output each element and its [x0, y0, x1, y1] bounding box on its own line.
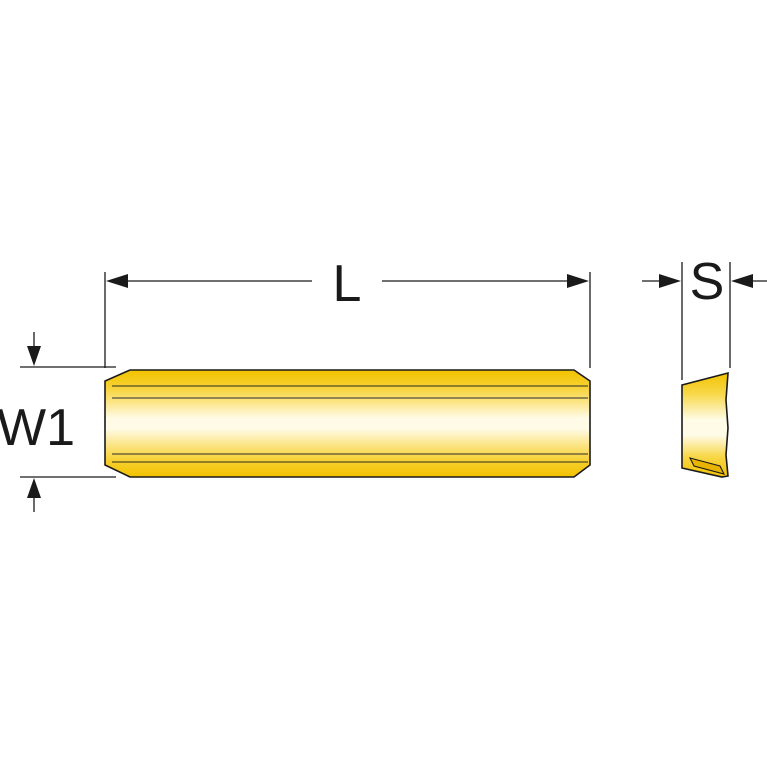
thickness-arrow-right-icon	[731, 274, 753, 288]
width-dimension: W1	[0, 332, 116, 512]
insert-side-body	[681, 371, 729, 478]
insert-side-view	[681, 371, 729, 478]
insert-side-edge	[688, 457, 726, 475]
length-label: L	[333, 255, 362, 313]
insert-body	[104, 369, 591, 478]
length-dimension: L	[104, 255, 591, 368]
length-arrow-left-icon	[106, 274, 128, 288]
thickness-label: S	[690, 253, 725, 311]
length-arrow-right-icon	[567, 274, 589, 288]
width-label: W1	[0, 399, 75, 457]
width-arrow-bottom-icon	[27, 478, 41, 498]
insert-front-view	[104, 369, 591, 478]
thickness-dimension: S	[642, 253, 767, 380]
width-arrow-top-icon	[27, 346, 41, 366]
thickness-arrow-left-icon	[659, 274, 681, 288]
